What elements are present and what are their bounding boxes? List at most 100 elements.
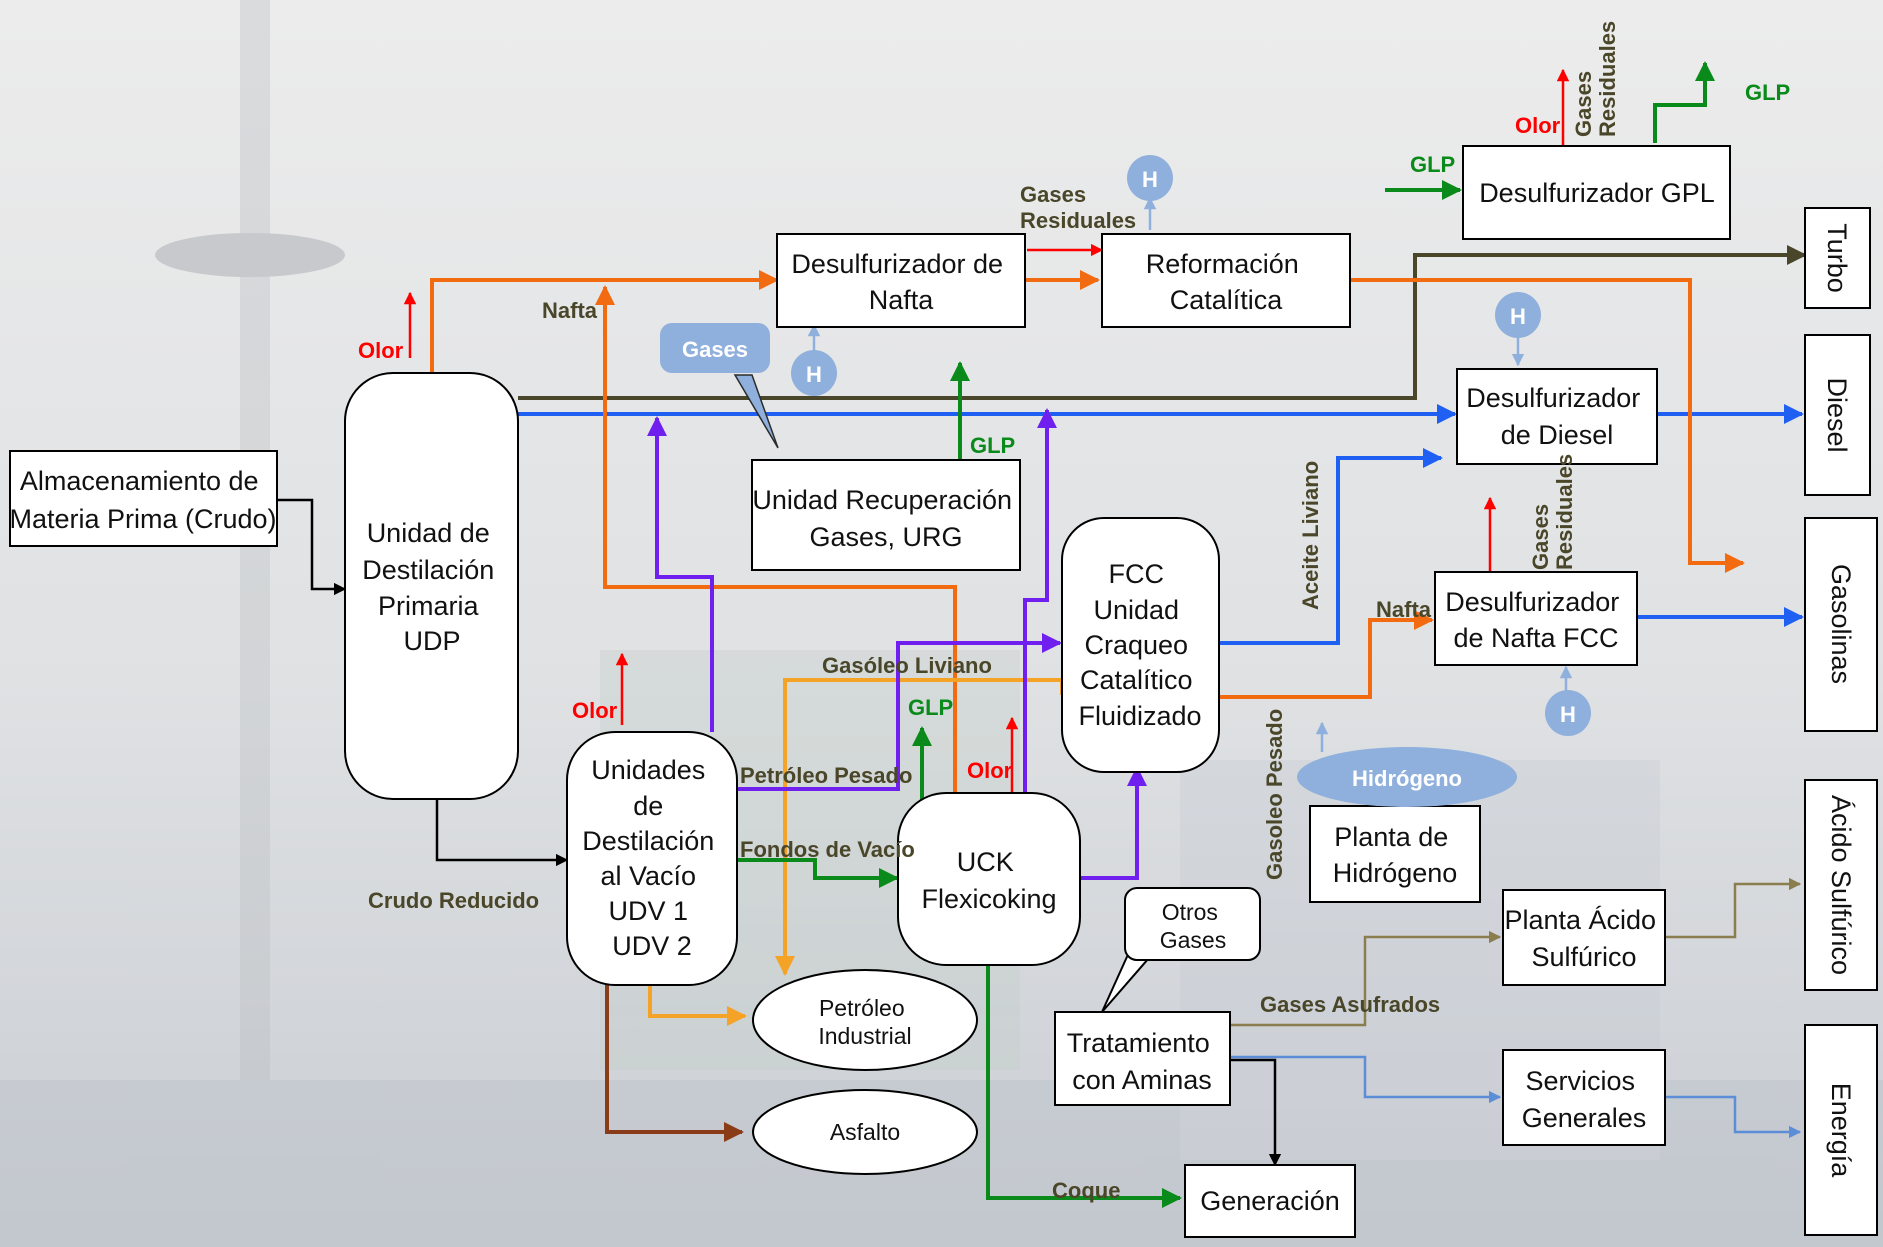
svg-text:Asfalto: Asfalto [830, 1119, 900, 1145]
urg-line-1: Unidad Recuperación [752, 485, 1012, 515]
label-gases-residuales-2: Residuales [1020, 208, 1136, 233]
svg-text:Planta Ácido Sulfúrico: Planta Ácido Sulfúrico [1504, 905, 1663, 972]
udv-line-6: UDV 2 [612, 931, 692, 961]
label-gases-residuales-gpl-2: Residuales [1595, 21, 1620, 137]
udv-line-3: Destilación [582, 826, 714, 856]
svg-text:Gases Residuales: Gases Residuales [1528, 454, 1577, 570]
desulf-nafta-fcc-line-1: Desulfurizador [1445, 587, 1619, 617]
udv-line-2: de [633, 791, 663, 821]
bubble-hidrogeno: Hidrógeno [1297, 747, 1517, 807]
label-olor-gpl: Olor [1515, 113, 1561, 138]
label-glp-out: GLP [1745, 80, 1790, 105]
h-marker-desulf-nafta-fcc: H [1545, 690, 1591, 736]
otros-gases-line-1: Otros [1162, 899, 1218, 925]
udv-line-4: al Vacío [600, 861, 696, 891]
svg-text:Unidad Recuperación Gase: Unidad Recuperación Gases, URG [752, 485, 1019, 552]
udp-line-4: UDP [403, 626, 460, 656]
product-diesel: Diesel [1804, 334, 1871, 496]
box-desulf-diesel: Desulfurizador de Diesel [1456, 368, 1658, 465]
box-desulf-gpl: Desulfurizador GPL [1462, 145, 1731, 240]
otros-gases-line-2: Gases [1160, 927, 1226, 953]
box-fcc: FCC Unidad Craqueo Catalítico Fluidizado [1061, 517, 1220, 773]
box-generacion: Generación [1184, 1164, 1356, 1238]
svg-text:Planta de Hidrógeno: Planta de Hidrógeno [1333, 822, 1458, 888]
generacion-line-1: Generación [1200, 1186, 1340, 1216]
product-turbo-label: Turbo [1822, 223, 1852, 293]
product-acido: Ácido Sulfúrico [1804, 779, 1878, 991]
svg-text:H: H [806, 362, 822, 387]
reformacion-line-2: Catalítica [1170, 285, 1284, 315]
svg-text:H: H [1510, 304, 1526, 329]
fcc-line-5: Fluidizado [1078, 701, 1201, 731]
desulf-diesel-line-1: Desulfurizador [1466, 383, 1640, 413]
tratamiento-line-2: con Aminas [1072, 1065, 1212, 1095]
planta-h2-line-2: Hidrógeno [1333, 858, 1458, 888]
udv-line-1: Unidades [591, 755, 705, 785]
planta-acido-line-1: Planta Ácido [1504, 905, 1656, 935]
petroleo-industrial-line-2: Industrial [818, 1023, 911, 1049]
svg-text:Almacenamiento de Mater: Almacenamiento de Materia Prima (Crudo) [9, 466, 276, 534]
box-servicios: Servicios Generales [1502, 1049, 1666, 1146]
servicios-line-1: Servicios [1525, 1066, 1635, 1096]
product-turbo: Turbo [1804, 207, 1871, 309]
product-energia: Energía [1804, 1024, 1878, 1236]
label-gases-residuales-gpl-1: Gases [1571, 71, 1596, 137]
label-gases-residuales-fcc-1: Gases [1528, 504, 1553, 570]
box-reformacion: Reformación Catalítica [1101, 233, 1351, 328]
bubble-hidrogeno-text: Hidrógeno [1352, 766, 1462, 791]
label-glp-in: GLP [1410, 152, 1455, 177]
label-aceite-liviano: Aceite Liviano [1298, 461, 1323, 610]
svg-text:Reformación Catalítica: Reformación Catalítica [1146, 249, 1307, 315]
box-planta-acido: Planta Ácido Sulfúrico [1502, 889, 1666, 986]
udv-line-5: UDV 1 [608, 896, 688, 926]
label-nafta-fcc: Nafta [1376, 597, 1432, 622]
planta-h2-line-1: Planta de [1334, 822, 1448, 852]
uck-line-1: UCK [957, 847, 1014, 877]
box-planta-hidrogeno: Planta de Hidrógeno [1309, 805, 1481, 903]
h-marker-desulf-diesel: H [1495, 292, 1541, 338]
urg-line-2: Gases, URG [809, 522, 962, 552]
asfalto-line-1: Asfalto [830, 1119, 900, 1145]
label-fondos-vacio: Fondos de Vacío [740, 837, 915, 862]
label-glp-urg: GLP [970, 433, 1015, 458]
svg-text:FCC Unidad Craqueo: FCC Unidad Craqueo Catalítico Fluidizado [1078, 559, 1201, 731]
fcc-line-1: FCC [1108, 559, 1164, 589]
fcc-line-4: Catalítico [1080, 665, 1193, 695]
servicios-line-2: Generales [1522, 1103, 1647, 1133]
svg-text:Unidad de Destilación: Unidad de Destilación Primaria UDP [362, 518, 502, 656]
planta-acido-line-2: Sulfúrico [1531, 942, 1636, 972]
svg-text:Otros Gases: Otros Gases [1160, 899, 1226, 953]
label-crudo-reducido: Crudo Reducido [368, 888, 539, 913]
svg-text:Desulfurizador de Nafta: Desulfurizador de Nafta [791, 249, 1010, 315]
box-uck: UCK Flexicoking [897, 792, 1081, 966]
reformacion-line-1: Reformación [1146, 249, 1299, 279]
svg-text:Desulfurizador de Diesel: Desulfurizador de Diesel [1466, 383, 1648, 450]
petroleo-industrial-line-1: Petróleo [819, 995, 905, 1021]
bubble-gases-text: Gases [682, 337, 748, 362]
bubble-gases: Gases [660, 323, 779, 449]
svg-text:Unidades de Destil: Unidades de Destilación al Vacío UDV 1 U… [582, 755, 722, 961]
label-nafta: Nafta [542, 298, 598, 323]
box-desulf-nafta: Desulfurizador de Nafta [776, 233, 1026, 328]
svg-text:Servicios Generales: Servicios Generales [1522, 1066, 1647, 1133]
desulf-diesel-line-2: de Diesel [1501, 420, 1614, 450]
tratamiento-line-1: Tratamiento [1067, 1028, 1210, 1058]
ellipse-petroleo-industrial: Petróleo Industrial [752, 969, 978, 1071]
svg-text:Gases Residuales: Gases Residuales [1571, 21, 1620, 137]
box-udp: Unidad de Destilación Primaria UDP [344, 372, 519, 800]
svg-text:Petróleo Industrial: Petróleo Industrial [818, 995, 911, 1049]
product-diesel-label: Diesel [1822, 377, 1852, 452]
label-olor-udp: Olor [358, 338, 404, 363]
product-gasolinas: Gasolinas [1804, 517, 1878, 732]
box-udv: Unidades de Destilación al Vacío UDV 1 U… [566, 731, 738, 986]
uck-line-2: Flexicoking [921, 884, 1056, 914]
label-gasoleo-pesado: Gasoleo Pesado [1262, 709, 1287, 880]
desulf-gpl-line-1: Desulfurizador GPL [1479, 178, 1715, 208]
desulf-nafta-line-2: Nafta [869, 285, 935, 315]
label-gases-residuales-1: Gases [1020, 182, 1086, 207]
udp-line-2: Destilación [362, 555, 494, 585]
svg-text:UCK Flexicoking: UCK Flexicoking [921, 847, 1056, 914]
svg-text:Desulfurizador de Nafta: Desulfurizador de Nafta FCC [1445, 587, 1627, 653]
